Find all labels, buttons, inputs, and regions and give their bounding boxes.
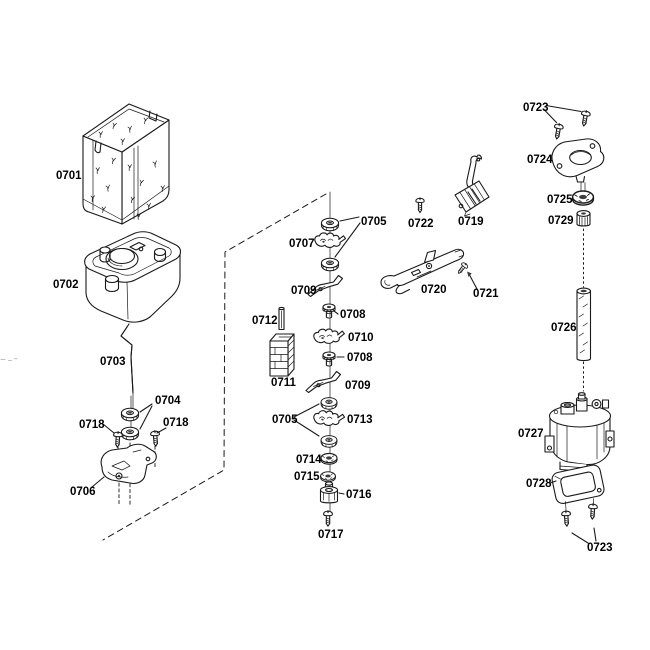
part-0714-washer — [320, 452, 338, 465]
label-0704: 0704 — [155, 395, 181, 407]
part-0727-pump-drawing — [544, 392, 615, 473]
part-0715-washer — [320, 471, 336, 483]
part-0717-screw — [323, 510, 333, 527]
part-0716-sleeve-drawing — [319, 481, 339, 504]
part-0708-bushing-upper — [322, 303, 336, 319]
part-0705-washer-3 — [320, 397, 338, 410]
part-0703-lever-rod-drawing — [120, 323, 134, 410]
label-0726: 0726 — [551, 322, 577, 334]
part-0701-container-drawing — [82, 103, 170, 225]
part-0719-bracket-drawing — [454, 154, 490, 217]
part-0704-nut-lower — [120, 426, 140, 441]
label-0715: 0715 — [294, 471, 320, 483]
label-0701: 0701 — [56, 170, 82, 182]
part-0712-pin-drawing — [278, 306, 285, 331]
part-0728-gasket-drawing — [551, 464, 605, 504]
label-0703: 0703 — [100, 356, 126, 368]
part-0729-bushing-drawing — [576, 210, 591, 227]
part-0720-lever-drawing — [380, 248, 465, 295]
label-0705-top: 0705 — [361, 216, 387, 228]
part-0706-bracket-drawing — [100, 443, 157, 485]
part-0705-washer-2 — [320, 257, 340, 272]
label-0712: 0712 — [252, 315, 278, 327]
part-0721-screw — [455, 260, 470, 276]
label-0708-upper: 0708 — [340, 309, 366, 321]
label-0714: 0714 — [296, 454, 322, 466]
gasket-screw-line-left — [565, 501, 567, 511]
label-0727: 0727 — [518, 428, 544, 440]
label-0718-right: 0718 — [163, 417, 189, 429]
part-0711-block-drawing — [269, 333, 295, 377]
part-0718-screw-right — [150, 429, 161, 448]
label-0706: 0706 — [70, 486, 96, 498]
label-0718-left: 0718 — [79, 419, 105, 431]
part-0713-clip — [312, 409, 346, 427]
label-0723-bottom: 0723 — [587, 542, 613, 554]
leader-lines — [91, 104, 597, 544]
label-0705-mid: 0705 — [272, 414, 298, 426]
label-0709-lower: 0709 — [345, 380, 371, 392]
part-0710-clip — [312, 327, 346, 345]
label-0708-lower: 0708 — [347, 352, 373, 364]
part-0704-nut-upper — [120, 407, 140, 422]
scan-artifact — [0, 358, 18, 361]
part-0723-screw-top-right — [578, 109, 592, 128]
part-0723-screw-bottom-left — [561, 509, 572, 528]
label-0728: 0728 — [526, 478, 552, 490]
part-0723-screw-top-left — [551, 122, 565, 141]
label-0724: 0724 — [527, 154, 553, 166]
part-0726-tube-drawing — [576, 287, 592, 362]
part-0725-seal-washer — [571, 190, 595, 206]
label-0723-top: 0723 — [523, 102, 549, 114]
label-0719: 0719 — [458, 216, 484, 228]
part-0708-bushing-lower — [322, 351, 336, 367]
label-0710: 0710 — [348, 332, 374, 344]
label-0711: 0711 — [271, 377, 297, 389]
label-0707: 0707 — [289, 238, 315, 250]
part-0707-clip — [314, 232, 347, 248]
label-0722: 0722 — [408, 218, 434, 230]
part-0722-screw — [415, 197, 425, 214]
part-0724-flange-drawing — [551, 138, 605, 192]
label-0729: 0729 — [548, 215, 574, 227]
part-0723-screw-bottom-right — [587, 502, 598, 520]
assembly-boundary-dashed-line — [102, 193, 327, 541]
part-number-labels: 0701 0702 0703 0704 0718 0718 0706 0712 … — [53, 102, 613, 554]
part-0709-bracket-lower — [305, 370, 342, 394]
part-0705-washer-1 — [320, 217, 340, 232]
part-0718-screw-left — [112, 430, 123, 448]
part-0705-washer-4 — [320, 435, 338, 448]
label-0716: 0716 — [346, 489, 372, 501]
label-0721: 0721 — [473, 288, 499, 300]
label-0720: 0720 — [421, 284, 447, 296]
label-0713: 0713 — [347, 414, 373, 426]
label-0725: 0725 — [547, 194, 573, 206]
part-0702-housing-drawing — [84, 231, 182, 323]
label-0709-upper: 0709 — [291, 285, 317, 297]
label-0702: 0702 — [53, 279, 79, 291]
label-0717: 0717 — [318, 529, 344, 541]
